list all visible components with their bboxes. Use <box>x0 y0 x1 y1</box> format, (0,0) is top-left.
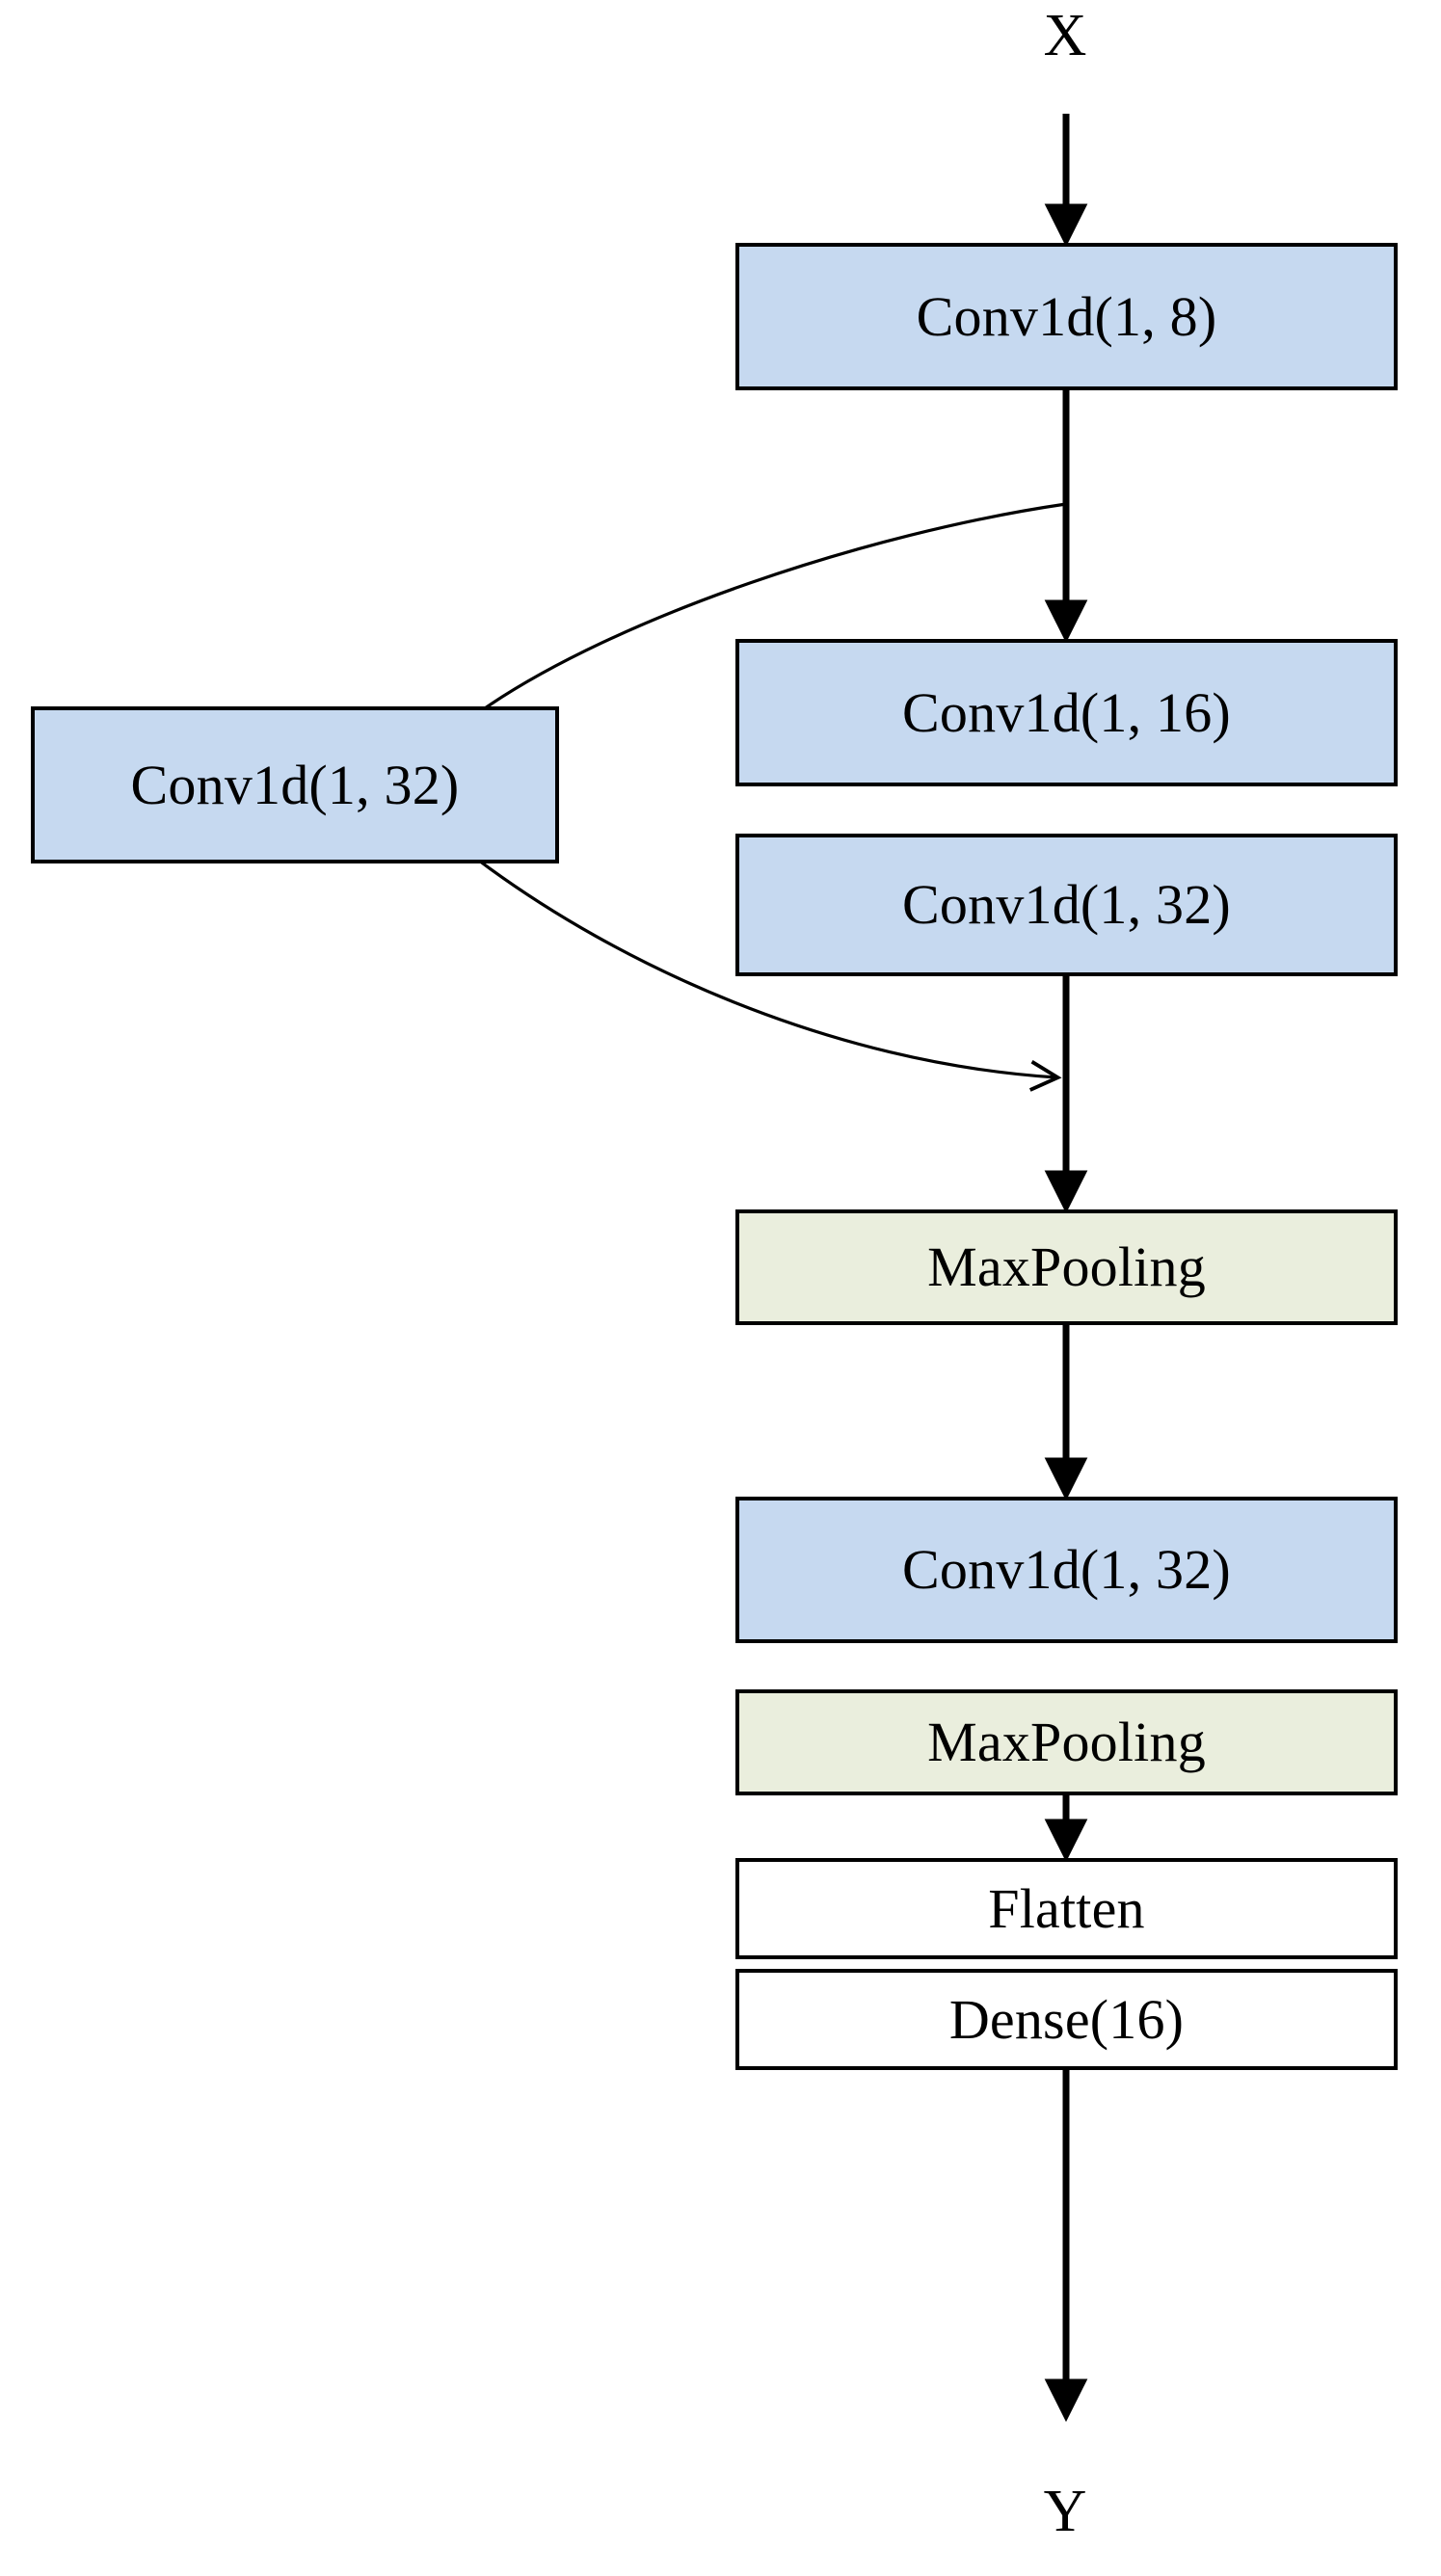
node-flatten[interactable]: Flatten <box>735 1858 1398 1959</box>
node-maxpooling-2[interactable]: MaxPooling <box>735 1689 1398 1795</box>
node-conv1d-1-32-main[interactable]: Conv1d(1, 32) <box>735 834 1398 976</box>
node-dense-16[interactable]: Dense(16) <box>735 1969 1398 2070</box>
node-conv1d-1-16[interactable]: Conv1d(1, 16) <box>735 639 1398 786</box>
node-conv1d-1-32-second[interactable]: Conv1d(1, 32) <box>735 1497 1398 1643</box>
node-conv1d-1-32-skip[interactable]: Conv1d(1, 32) <box>31 706 559 863</box>
edge-skip-out <box>481 502 1067 712</box>
edge-skip-in <box>478 859 1062 1092</box>
output-label: Y <box>1043 2479 1087 2544</box>
node-maxpooling-1[interactable]: MaxPooling <box>735 1209 1398 1325</box>
node-conv1d-1-8[interactable]: Conv1d(1, 8) <box>735 243 1398 390</box>
input-label: X <box>1043 3 1087 68</box>
